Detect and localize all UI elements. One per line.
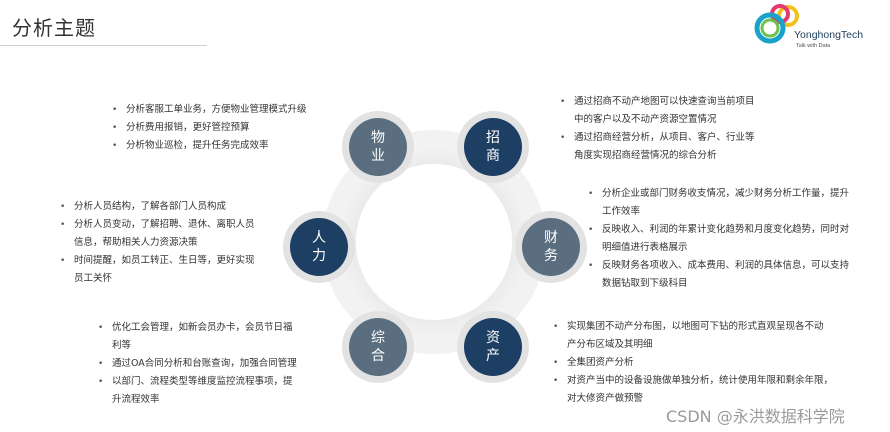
zhaoshang-item-line: 中的客户以及不动产资源空置情况 [574,114,717,125]
zonghe-item-line: 通过OA合同分析和台账查询，加强合同管理 [112,358,297,369]
renli-block: 分析人员结构，了解各部门人员构成 分析人员变动，了解招聘、退休、离职人员信息，帮… [58,198,255,288]
node-zonghe-line1: 综 [371,330,385,346]
node-caiwu-line2: 务 [544,248,558,264]
node-zichan[interactable]: 资 产 [464,318,522,376]
wuye-item: 分析费用报销，更好管控预算 [110,119,307,137]
title-underline [0,45,207,46]
renli-item-line: 分析人员变动，了解招聘、退休、离职人员 [74,219,255,230]
node-wuye-line2: 业 [371,148,385,164]
renli-item-line: 信息，帮助相关人力资源决策 [74,237,198,248]
caiwu-item-line: 数据钻取到下级科目 [602,278,688,289]
watermark: CSDN @永洪数据科学院 [666,407,845,426]
zichan-item-line: 对资产当中的设备设施做单独分析，统计使用年限和剩余年限， [567,375,834,386]
caiwu-item-line: 明细值进行表格展示 [602,242,688,253]
zichan-item-line: 产分布区域及其明细 [567,339,653,350]
caiwu-item-line: 工作效率 [602,206,641,217]
zhaoshang-item-line: 通过招商不动产地图可以快速查询当前项目 [574,96,755,107]
logo-name: YonghongTech [794,29,864,41]
zhaoshang-item-line: 通过招商经营分析，从项目、客户、行业等 [574,132,755,143]
caiwu-item-line: 分析企业或部门财务收支情况，减少财务分析工作量，提升 [602,188,850,199]
node-zhaoshang[interactable]: 招 商 [464,118,522,176]
node-caiwu[interactable]: 财 务 [522,218,580,276]
zonghe-item: 通过OA合同分析和台账查询，加强合同管理 [96,355,297,373]
zonghe-item-line: 利等 [112,340,132,351]
renli-item-line: 时间提醒，如员工转正、生日等，更好实现 [74,255,255,266]
wuye-item: 分析客服工单业务，方便物业管理模式升级 [110,101,307,119]
logo-rings-icon [754,4,799,44]
renli-item-line: 分析人员结构，了解各部门人员构成 [74,201,227,212]
node-zichan-line1: 资 [486,330,500,346]
wuye-item: 分析物业巡检，提升任务完成效率 [110,137,307,155]
zonghe-item-line: 优化工会管理，如新会员办卡，会员节日福 [112,322,293,333]
zichan-item-line: 实现集团不动产分布图，以地图可下钻的形式直观呈现各不动 [567,321,824,332]
renli-item-line: 员工关怀 [74,273,113,284]
caiwu-item-line: 反映收入、利润的年累计变化趋势和月度变化趋势，同时对 [602,224,850,235]
page-title: 分析主题 [12,16,96,40]
logo-tagline: Talk with Data [796,43,831,49]
zonghe-item-line: 升流程效率 [112,394,160,405]
node-renli-line2: 力 [312,248,326,264]
zonghe-item-line: 以部门、流程类型等维度监控流程事项，提 [112,376,293,387]
zichan-item-line: 全集团资产分析 [567,357,634,368]
wuye-block: 分析客服工单业务，方便物业管理模式升级 分析费用报销，更好管控预算 分析物业巡检… [110,101,307,155]
node-renli-line1: 人 [312,230,326,246]
zichan-item: 对资产当中的设备设施做单独分析，统计使用年限和剩余年限， 对大修资产做预警 [551,372,833,408]
node-zonghe[interactable]: 综 合 [349,318,407,376]
node-zhaoshang-line1: 招 [486,130,500,146]
node-wuye-line1: 物 [371,130,385,146]
zichan-item: 全集团资产分析 [551,354,833,372]
zhaoshang-item-line: 角度实现招商经营情况的综合分析 [574,150,717,161]
node-renli[interactable]: 人 力 [290,218,348,276]
node-zichan-line2: 产 [486,348,500,364]
node-wuye[interactable]: 物 业 [349,118,407,176]
renli-item: 分析人员结构，了解各部门人员构成 [58,198,255,216]
node-zhaoshang-line2: 商 [486,148,500,164]
logo: YonghongTech Talk with Data [752,4,877,56]
caiwu-item-line: 反映财务各项收入、成本费用、利润的具体信息，可以支持 [602,260,850,271]
node-zonghe-line2: 合 [371,348,385,364]
zichan-item-line: 对大修资产做预警 [567,393,644,404]
node-caiwu-line1: 财 [544,230,558,246]
